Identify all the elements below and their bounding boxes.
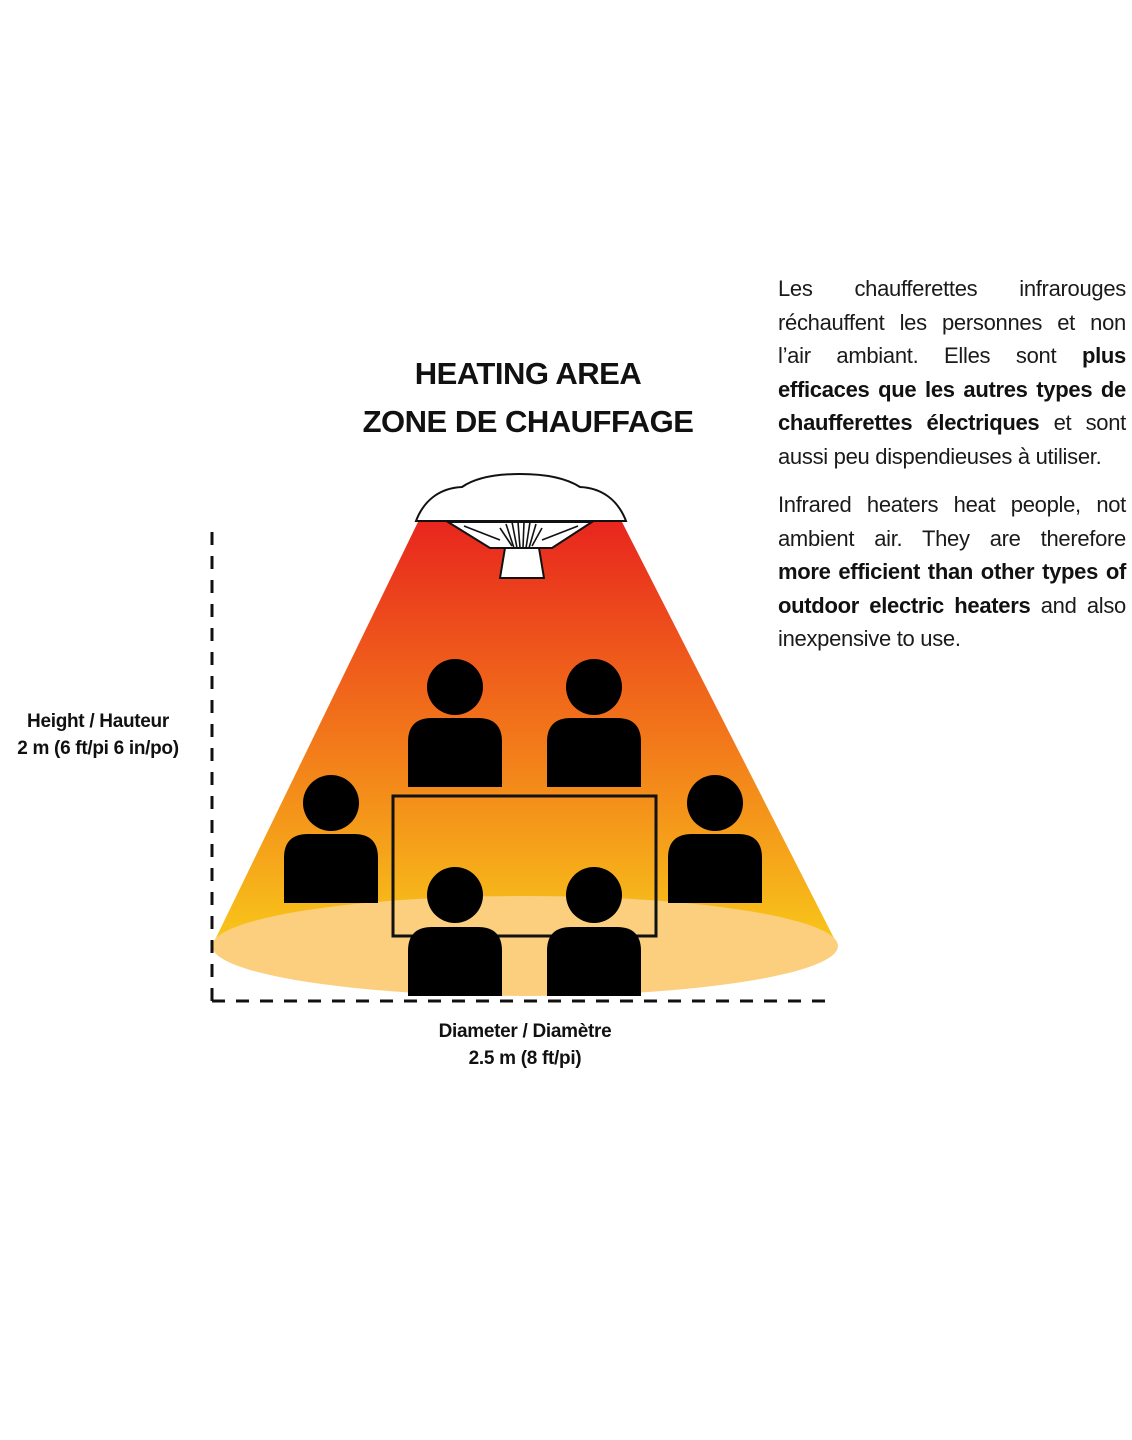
floor-heat-ellipse [212,896,838,996]
patio-heater-icon [414,472,628,579]
description-english: Infrared heaters heat people, not ambien… [778,488,1126,656]
description-english-text: Infrared heaters heat people, not ambien… [778,492,1126,551]
description-french-emphasis: plus efficaces que les autres types de c… [778,343,1126,435]
description-french-text: Les chaufferettes infrarouges réchauffen… [778,276,1126,368]
person-icon [284,775,378,903]
person-icon [668,775,762,903]
description-french: Les chaufferettes infrarouges réchauffen… [778,272,1126,473]
diagram-title-english: HEATING AREA [414,356,642,391]
height-label-value: 2 m (6 ft/pi 6 in/po) [17,738,179,759]
height-label-title: Height / Hauteur [27,711,169,732]
person-icon [408,659,502,787]
diameter-label: Diameter / Diamètre 2.5 m (8 ft/pi) [375,1018,675,1072]
diameter-label-title: Diameter / Diamètre [438,1021,612,1042]
description-french-text-end: et sont aussi peu dispendieuses à utilis… [778,410,1126,469]
person-icon [547,659,641,787]
description-english-text-end: and also inexpensive to use. [778,592,1126,652]
diameter-label-value: 2.5 m (8 ft/pi) [468,1048,582,1069]
description-english-emphasis: more efficient than other types of outdo… [778,559,1126,618]
person-icon [408,867,502,996]
person-icon [547,867,641,996]
diagram-title-french: ZONE DE CHAUFFAGE [362,404,694,439]
height-label: Height / Hauteur 2 m (6 ft/pi 6 in/po) [0,708,196,762]
table-outline [391,794,658,938]
